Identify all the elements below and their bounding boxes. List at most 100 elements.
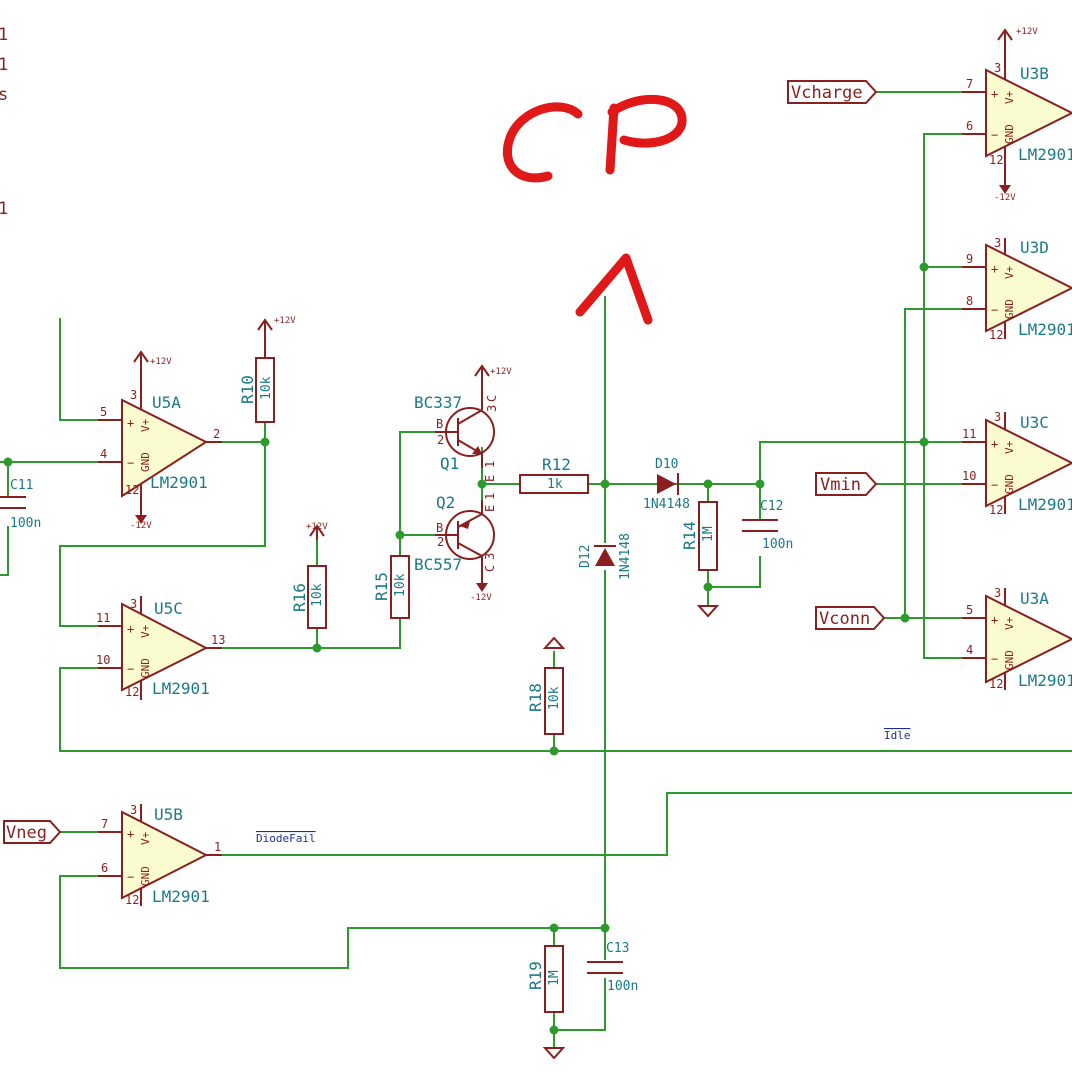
svg-text:C: C [483, 565, 497, 572]
resistor-r18: R18 10k [526, 667, 564, 735]
svg-text:12: 12 [125, 685, 139, 699]
label-vconn: Vconn [815, 606, 886, 630]
svg-text:1M: 1M [547, 970, 562, 986]
svg-text:GND: GND [139, 658, 152, 678]
svg-text:Vconn: Vconn [819, 609, 870, 629]
svg-text:GND: GND [1003, 474, 1016, 494]
svg-text:V+: V+ [1003, 616, 1016, 630]
net-label-diodefail: DiodeFail [256, 832, 316, 845]
svg-text:+: + [991, 437, 998, 451]
svg-text:3: 3 [994, 61, 1001, 75]
svg-text:Vcharge: Vcharge [791, 83, 863, 103]
svg-text:V+: V+ [1003, 90, 1016, 104]
svg-text:GND: GND [1003, 299, 1016, 319]
svg-text:C11: C11 [10, 478, 33, 493]
svg-text:5: 5 [966, 603, 973, 617]
svg-text:1k: 1k [547, 477, 563, 492]
svg-text:GND: GND [139, 866, 152, 886]
junctions [3, 262, 929, 1035]
power-neg-u3b: -12V [994, 160, 1016, 203]
svg-text:1M: 1M [701, 526, 716, 542]
svg-text:11: 11 [962, 427, 976, 441]
svg-text:-12V: -12V [130, 521, 152, 531]
opamp-u3a: + − V+ GND 5 4 3 12 U3A LM2901 [962, 586, 1072, 691]
svg-text:R19: R19 [526, 961, 545, 990]
svg-text:C12: C12 [760, 499, 783, 514]
resistor-r12: R12 1k [519, 455, 589, 494]
svg-text:Q2: Q2 [436, 493, 455, 512]
svg-text:3: 3 [130, 388, 137, 402]
svg-text:10k: 10k [259, 376, 274, 400]
svg-text:12: 12 [125, 893, 139, 907]
svg-text:V+: V+ [1003, 440, 1016, 454]
svg-text:D10: D10 [655, 457, 678, 472]
svg-text:1: 1 [0, 55, 8, 75]
capacitor-c13: C13 100n [587, 941, 638, 994]
opamp-u5c: + − V+ GND 11 10 13 3 12 U5C LM2901 [96, 596, 225, 700]
opamp-u5a: + − V+ GND 5 4 2 3 12 U5A LM2901 [98, 388, 222, 500]
opamp-u3d: + − V+ GND 9 8 3 12 U3D LM2901 [962, 236, 1072, 342]
svg-text:U3B: U3B [1020, 64, 1049, 83]
svg-text:7: 7 [966, 77, 973, 91]
svg-text:9: 9 [966, 252, 973, 266]
resistor-r16: R16 10k [290, 565, 327, 629]
svg-text:12: 12 [125, 483, 139, 497]
svg-text:U5C: U5C [154, 599, 183, 618]
resistor-r15: R15 10k [372, 555, 410, 619]
svg-text:GND: GND [139, 452, 152, 472]
resistor-r10: R10 10k [238, 357, 275, 423]
svg-text:V+: V+ [139, 418, 152, 432]
svg-text:−: − [991, 652, 998, 666]
svg-text:12: 12 [989, 328, 1003, 342]
svg-text:100n: 100n [762, 537, 793, 552]
svg-text:5: 5 [100, 405, 107, 419]
svg-text:+: + [991, 262, 998, 276]
svg-text:U5B: U5B [154, 805, 183, 824]
ground-r14 [696, 605, 720, 618]
svg-text:LM2901: LM2901 [1018, 671, 1072, 690]
svg-text:1: 1 [483, 493, 497, 500]
svg-text:3: 3 [994, 586, 1001, 600]
svg-text:R16: R16 [290, 583, 309, 612]
svg-text:-12V: -12V [994, 193, 1016, 203]
svg-text:4: 4 [100, 447, 107, 461]
svg-text:U3A: U3A [1020, 589, 1049, 608]
svg-text:LM2901: LM2901 [1018, 495, 1072, 514]
edge-fragments: 1 1 s 1 [0, 25, 8, 219]
svg-text:LM2901: LM2901 [150, 473, 208, 492]
opamp-u5b: + − V+ GND 7 6 1 3 12 U5B LM2901 [98, 803, 222, 907]
power-pos-u3b: +12V [997, 27, 1038, 64]
svg-text:Q1: Q1 [440, 454, 459, 473]
svg-text:3: 3 [994, 236, 1001, 250]
svg-text:V+: V+ [139, 831, 152, 845]
svg-text:100n: 100n [607, 979, 638, 994]
svg-text:U3D: U3D [1020, 238, 1049, 257]
power-pos-q1: +12V [474, 364, 512, 398]
svg-text:E: E [483, 505, 497, 512]
svg-text:1N4148: 1N4148 [618, 533, 633, 580]
svg-text:Vneg: Vneg [6, 823, 47, 843]
power-pos-r16: +12V [306, 522, 328, 540]
transistor-q2: B 2 E 1 C 3 Q2 BC557 [414, 493, 497, 574]
svg-text:LM2901: LM2901 [1018, 320, 1072, 339]
svg-text:R18: R18 [526, 683, 545, 712]
diode-d12: D12 1N4148 [578, 533, 633, 580]
svg-text:10: 10 [96, 653, 110, 667]
svg-text:s: s [0, 85, 8, 105]
svg-text:4: 4 [966, 643, 973, 657]
resistor-r19: R19 1M [526, 945, 564, 1013]
svg-text:+: + [991, 613, 998, 627]
opamp-u3c: + − V+ GND 11 10 3 12 U3C LM2901 [962, 410, 1072, 517]
svg-text:3: 3 [483, 553, 497, 560]
pwrflag-r18 [542, 636, 566, 649]
svg-text:1: 1 [0, 25, 8, 45]
svg-text:7: 7 [101, 817, 108, 831]
svg-text:GND: GND [1003, 124, 1016, 144]
svg-text:R12: R12 [542, 455, 571, 474]
svg-text:10: 10 [962, 469, 976, 483]
svg-text:3: 3 [485, 405, 499, 412]
svg-text:2: 2 [437, 433, 444, 447]
svg-text:GND: GND [1003, 650, 1016, 670]
svg-text:−: − [991, 128, 998, 142]
svg-text:−: − [127, 870, 134, 884]
